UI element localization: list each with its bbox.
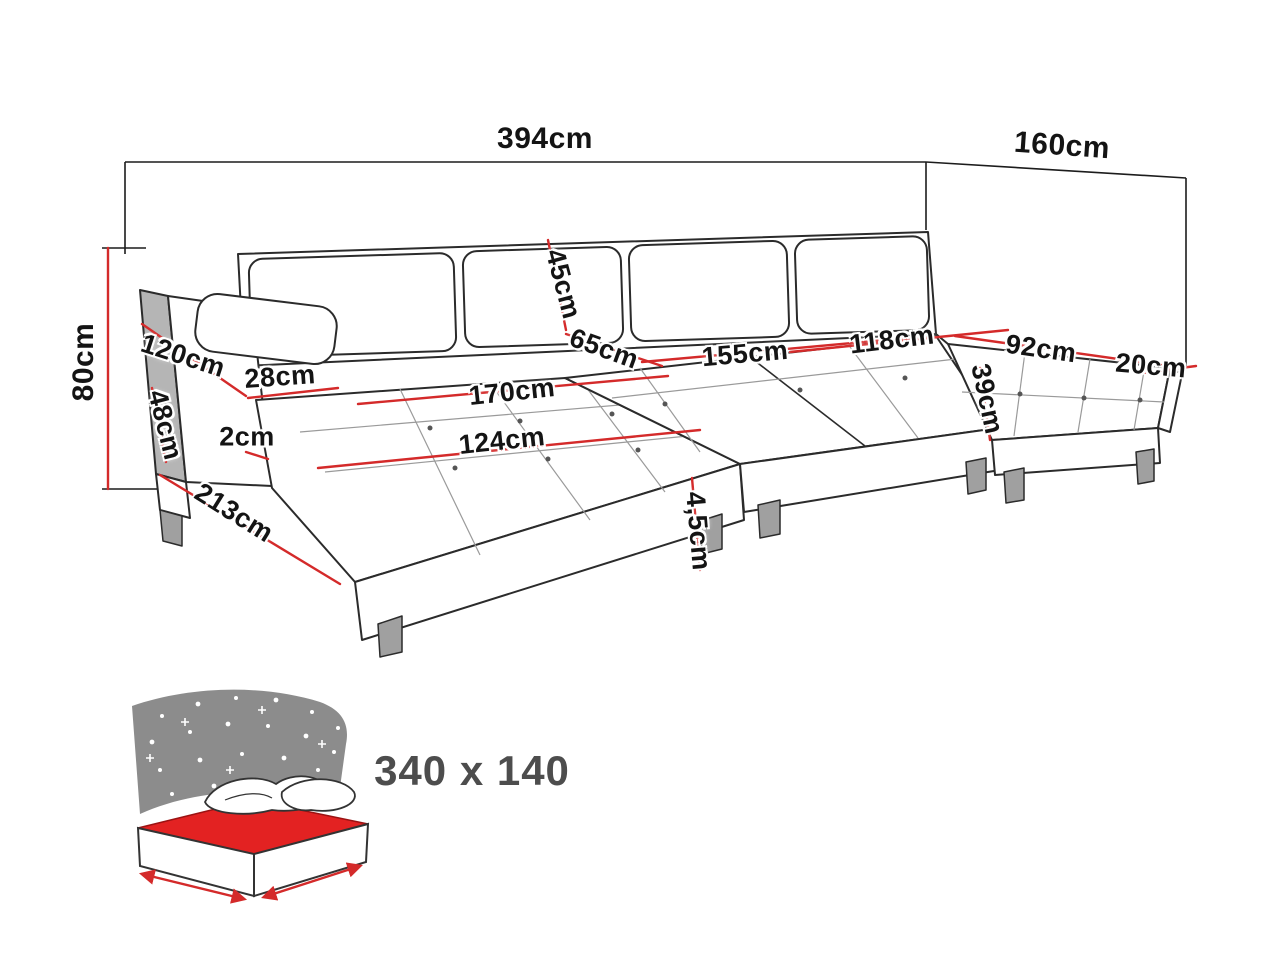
back-cushion-3 (627, 239, 791, 343)
pillows (204, 775, 356, 815)
left-chaise-tuft-lines (299, 378, 709, 556)
pillow-right (280, 778, 356, 812)
sofa-leg (699, 513, 723, 555)
right-chaise-buttons (1017, 391, 1143, 403)
red-line-92 (953, 334, 1170, 368)
sofa-leg (1135, 448, 1155, 485)
red-line-2 (244, 450, 270, 461)
right-chaise-front-face (991, 427, 1161, 476)
sofa-leg (377, 615, 403, 658)
middle-seats (564, 335, 1001, 513)
red-line-124 (316, 428, 702, 470)
inner-dimension-lines (106, 238, 1198, 586)
left-chaise-buttons (427, 411, 641, 471)
red-line-118 (788, 328, 1010, 354)
red-line-39 (978, 366, 992, 442)
sleeping-function-icon (132, 689, 370, 904)
red-line-45 (546, 238, 568, 332)
sofa-legs (159, 448, 1155, 658)
red-line-213 (158, 473, 342, 586)
sofa-leg (965, 457, 987, 495)
sofa-drawing (139, 231, 1183, 658)
sofa-leg (757, 499, 781, 539)
red-line-20 (1140, 364, 1198, 375)
dim-line-160 (925, 161, 1187, 179)
fold-arrows (138, 862, 363, 904)
stars (149, 696, 340, 796)
fold-arrow-left (138, 869, 248, 904)
red-line-170 (356, 374, 670, 406)
backrest-chaise-connector (935, 333, 949, 345)
left-arm-front (155, 473, 191, 519)
left-chaise-front-face (354, 463, 745, 641)
middle-seat-buttons (662, 375, 908, 407)
sofa-leg (159, 509, 183, 547)
right-chaise (947, 343, 1183, 476)
sofa-leg (1003, 467, 1025, 504)
back-cushion-2 (461, 245, 625, 349)
right-chaise-outer-face (1157, 367, 1183, 433)
fold-arrow-right (261, 862, 363, 901)
red-line-155 (640, 336, 910, 364)
middle-seat-divider (749, 356, 866, 447)
outer-dimension-lines (102, 161, 1187, 490)
pillow-crease (224, 793, 273, 801)
red-line-48 (150, 386, 168, 464)
red-line-28 (246, 386, 340, 400)
red-line-120 (140, 322, 248, 398)
back-cushions (247, 235, 931, 358)
red-line-4-5 (690, 476, 702, 572)
middle-seat-tuft-lines (611, 346, 966, 453)
back-cushion-4 (793, 235, 931, 335)
headrest-pillow (194, 292, 338, 366)
left-chaise (255, 377, 745, 641)
